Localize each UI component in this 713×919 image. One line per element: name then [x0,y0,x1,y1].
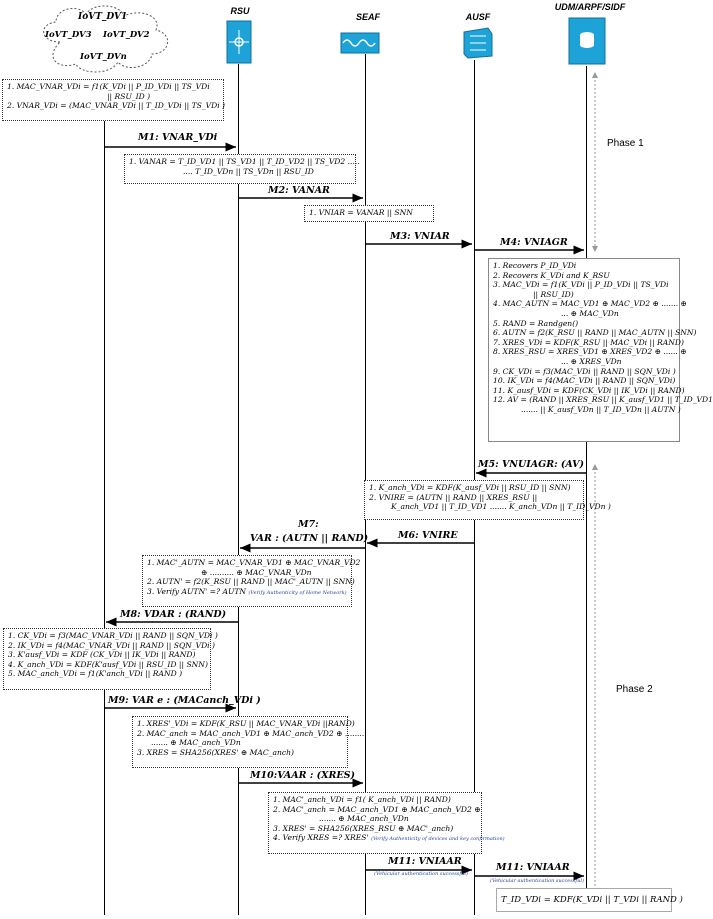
m10-label: M10:VAAR : (XRES) [250,770,355,781]
vehicle-cloud [43,5,168,73]
ausf-switch-icon [463,27,493,59]
vehicle-init-box: 1. MAC_VNAR_VDi = f1(K_VDi || P_ID_VDi |… [2,79,225,121]
rsu-verify-box: 1. MAC'_AUTN = MAC_VNAR_VD1 ⊕ MAC_VNAR_V… [142,555,360,607]
final-tid-box: T_ID_VDi = KDF(K_VDi || T_VDi || RAND ) [496,888,683,912]
message-arrows [104,142,586,881]
phase-1-label: Phase 1 [607,138,644,149]
seaf-label: SEAF [355,12,380,22]
vehicle-lifeline [104,120,105,915]
m11-seaf-label: M11: VNIAAR [388,856,462,867]
ausf-label: AUSF [465,12,491,22]
udm-database-icon [568,17,606,65]
seaf-verify-box: 1. MAC'_anch_VDi = f1( K_anch_VDi || RAN… [268,792,505,854]
phase-2-label: Phase 2 [616,684,653,695]
ausf-process-box: 1. K_anch_VDi = KDF(K_ausf_VDi || RSU_ID… [364,480,611,520]
rsu-aggregate-box: 1. VANAR = T_ID_VD1 || TS_VD1 || T_ID_VD… [124,154,360,184]
seaf-firewall-icon [340,32,380,54]
rsu-label: RSU [230,6,250,16]
udm-lifeline [586,66,587,888]
m5-label: M5: VNUIAGR: (AV) [478,459,584,470]
udm-label: UDM/ARPF/SIDF [554,2,626,12]
m2-label: M2: VANAR [268,185,330,196]
m8-label: M8: VDAR : (RAND) [120,609,227,620]
rsu-lifeline [238,64,239,915]
cloud-label-dv1: IoVT_DV1 [78,12,128,22]
m4-label: M4: VNIAGR [500,237,568,248]
seaf-verify-note: (Verify Authenticity of devices and key … [371,836,505,843]
rsu-xres-box: 1. XRES'_VDi = KDF(K_RSU || MAC_VNAR_VDi… [132,716,364,768]
rsu-server-icon [226,20,252,64]
seaf-vniar-box: 1. VNIAR = VANAR || SNN [304,205,434,222]
m11-ausf-label: M11: VNIAAR [496,862,570,873]
m3-label: M3: VNIAR [390,231,450,242]
m6-label: M6: VNIRE [398,530,458,541]
cloud-label-dv2: IoVT_DV2 [103,30,150,40]
m1-label: M1: VNAR_VDi [138,132,218,143]
m9-label: M9: VAR e : (MACanch_VDi ) [108,695,261,706]
udm-process-box: 1. Recovers P_ID_VDi 2. Recovers K_VDi a… [488,258,713,442]
rsu-verify-note: (Verify Authenticity of Home Network) [248,589,347,596]
cloud-label-dv3: IoVT_DV3 [45,30,92,40]
m11-ausf-note: (Vehicular authentication successful) [490,878,584,884]
m7-label-top: M7: [298,519,319,530]
vehicle-keys-box: 1. CK_VDi = f3(MAC_VNAR_VDi || RAND || S… [3,628,218,690]
m11-seaf-note: (Vehicular authentication successful) [374,871,468,877]
cloud-label-dvn: IoVT_DVn [80,52,127,62]
m7-label: VAR : (AUTN || RAND) [250,533,369,544]
